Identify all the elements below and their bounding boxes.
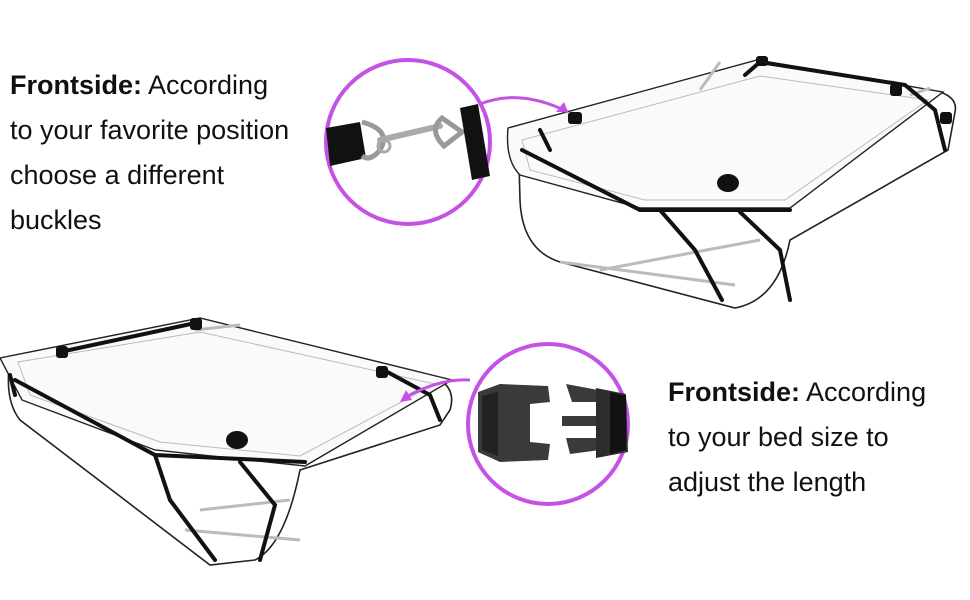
caption-bottom-line-1: Frontside: According [668, 370, 968, 415]
callout-bottom [400, 342, 630, 506]
mattress-top-face [506, 59, 945, 209]
caption-top: Frontside: According to your favorite po… [10, 63, 330, 243]
mattress-top-right [506, 56, 957, 309]
mattress-top-face [0, 317, 454, 467]
caption-bottom-lead: Frontside: [668, 377, 800, 407]
strap-lines [520, 59, 947, 302]
callout-arrow [403, 378, 471, 400]
callout-circle [466, 342, 630, 506]
d-ring-clip-icon [326, 104, 490, 180]
caption-top-line-1: Frontside: According [10, 63, 330, 108]
strap-lines [8, 320, 442, 562]
caption-top-line-3: choose a different [10, 160, 225, 190]
mattress-bottom-left [0, 317, 454, 566]
caption-bottom-line-1-rest: According [806, 377, 927, 407]
side-release-buckle-icon [478, 384, 628, 462]
caption-bottom-line-2: to your bed size to [668, 422, 889, 452]
caption-top-lead: Frontside: [10, 70, 142, 100]
caption-top-line-1-rest: According [148, 70, 269, 100]
tether-ring [226, 431, 248, 449]
caption-top-line-4: buckles [10, 205, 102, 235]
callout-circle [324, 58, 492, 226]
callout-top [324, 58, 569, 226]
caption-bottom: Frontside: According to your bed size to… [668, 370, 968, 505]
tether-ring [717, 174, 739, 192]
callout-arrow [479, 96, 569, 114]
caption-top-line-2: to your favorite position [10, 115, 290, 145]
caption-bottom-line-3: adjust the length [668, 467, 867, 497]
